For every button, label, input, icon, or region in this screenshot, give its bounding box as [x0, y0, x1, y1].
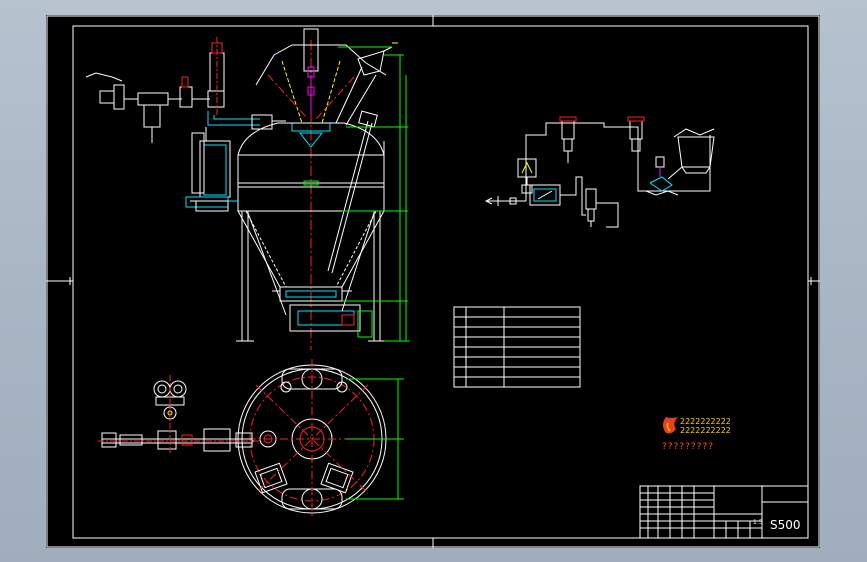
drawing-frame	[46, 15, 820, 548]
drawing-code: S500	[770, 518, 801, 532]
title-block	[639, 485, 809, 539]
plan-pipe-assembly	[98, 375, 260, 455]
watermark-row-2: 2222222222	[680, 426, 731, 435]
watermark-code: ?????????	[662, 442, 714, 452]
watermark-logo: 2222222222 2222222222 ?????????	[662, 417, 731, 452]
drawing-canvas: 2222222222 2222222222 ????????? 1:5 S500	[46, 15, 820, 548]
top-plan-view	[232, 359, 404, 519]
scale-mark: 1:5	[753, 519, 763, 526]
watermark-row: 2222222222	[680, 417, 731, 426]
front-elevation-view	[236, 28, 410, 350]
air-supply-pipework	[85, 37, 286, 212]
parts-table	[453, 306, 581, 388]
pneumatic-schematic	[484, 116, 715, 228]
